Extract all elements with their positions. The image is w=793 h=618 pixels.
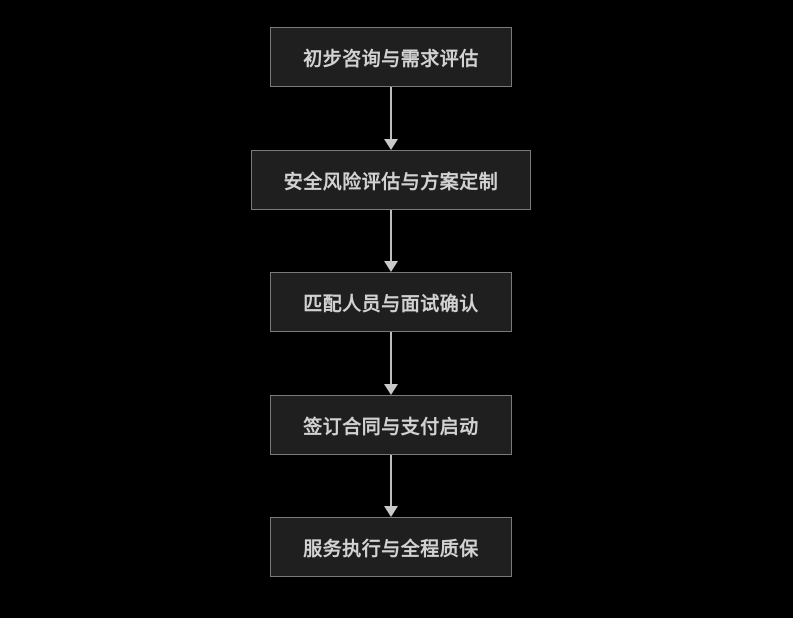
flow-node-label: 安全风险评估与方案定制 — [283, 171, 499, 193]
arrowhead-down-icon — [384, 261, 398, 272]
arrowhead-down-icon — [384, 139, 398, 150]
arrowhead-down-icon — [384, 506, 398, 517]
flow-node-step-1: 初步咨询与需求评估 — [270, 27, 512, 87]
flow-node-step-3: 匹配人员与面试确认 — [270, 272, 512, 332]
arrowhead-down-icon — [384, 384, 398, 395]
flow-node-label: 服务执行与全程质保 — [303, 538, 479, 560]
flow-node-label: 初步咨询与需求评估 — [303, 48, 479, 70]
flow-edge-4-5 — [384, 455, 398, 517]
flow-node-step-5: 服务执行与全程质保 — [270, 517, 512, 577]
flow-node-step-4: 签订合同与支付启动 — [270, 395, 512, 455]
flow-node-label: 匹配人员与面试确认 — [303, 293, 479, 315]
flow-node-label: 签订合同与支付启动 — [303, 416, 479, 438]
arrow-line — [390, 87, 392, 139]
arrow-line — [390, 332, 392, 384]
flow-node-step-2: 安全风险评估与方案定制 — [251, 150, 531, 210]
arrow-line — [390, 455, 392, 506]
flow-edge-3-4 — [384, 332, 398, 395]
flow-edge-2-3 — [384, 210, 398, 272]
flow-edge-1-2 — [384, 87, 398, 150]
arrow-line — [390, 210, 392, 261]
